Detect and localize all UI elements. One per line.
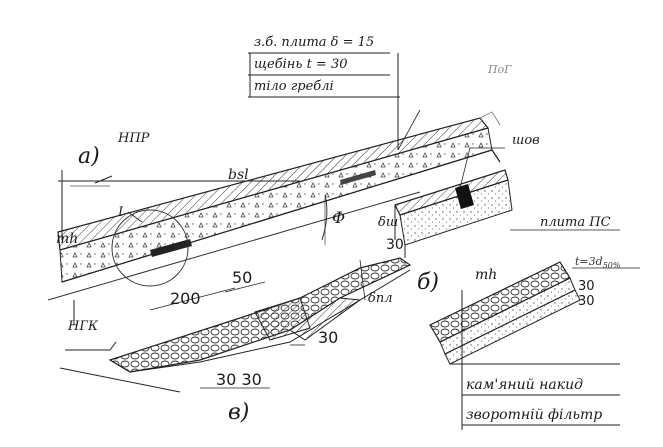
rockfill-label: кам'яний накид [466, 377, 583, 393]
view-a-label: а) [78, 144, 100, 169]
phi-label: Φ [332, 208, 346, 227]
dim-30-30: 30 30 [216, 370, 262, 389]
view-v-label: в) [228, 400, 250, 425]
dam-body-label: тіло греблі [254, 79, 334, 94]
joint-label: шов [512, 133, 540, 148]
ground-level-label: ПоГ [488, 63, 512, 76]
m-h-label-b: mh [475, 267, 498, 283]
gravel-label: щебінь t = 30 [254, 57, 348, 72]
b-sl-label: bsl [228, 167, 249, 183]
callout-label: I [118, 205, 124, 220]
delta-sh-label: δш [378, 215, 399, 230]
dim-30-b1: 30 [578, 279, 595, 294]
dim-30-v: 30 [318, 328, 339, 347]
dim-30-b2: 30 [578, 294, 595, 309]
view-a-slope [47, 109, 501, 325]
view-v-rockfill [59, 257, 412, 393]
ngk-level-label: НГК [68, 319, 99, 334]
view-b-slope [429, 261, 640, 430]
dim-30-a: 30 [386, 237, 404, 253]
dim-200: 200 [170, 289, 201, 308]
view-b-label: б) [417, 270, 440, 295]
filter-label: зворотній фільтр [466, 407, 603, 423]
delta-pl-label: δпл [368, 291, 393, 306]
slab-label: з.б. плита δ = 15 [254, 35, 375, 50]
dim-50: 50 [232, 268, 253, 287]
t-eq-text: t=3d [575, 255, 603, 268]
t-eq-subscript: 50% [602, 261, 621, 271]
npr-level-label: НПР [118, 131, 150, 146]
m-h-label-a: mh [56, 231, 79, 247]
lining-leader-box [248, 52, 400, 150]
t-eq-label: t=3d50% [575, 256, 620, 270]
joint-detail [394, 147, 620, 258]
slab-ps-label: плита ПС [540, 215, 611, 230]
